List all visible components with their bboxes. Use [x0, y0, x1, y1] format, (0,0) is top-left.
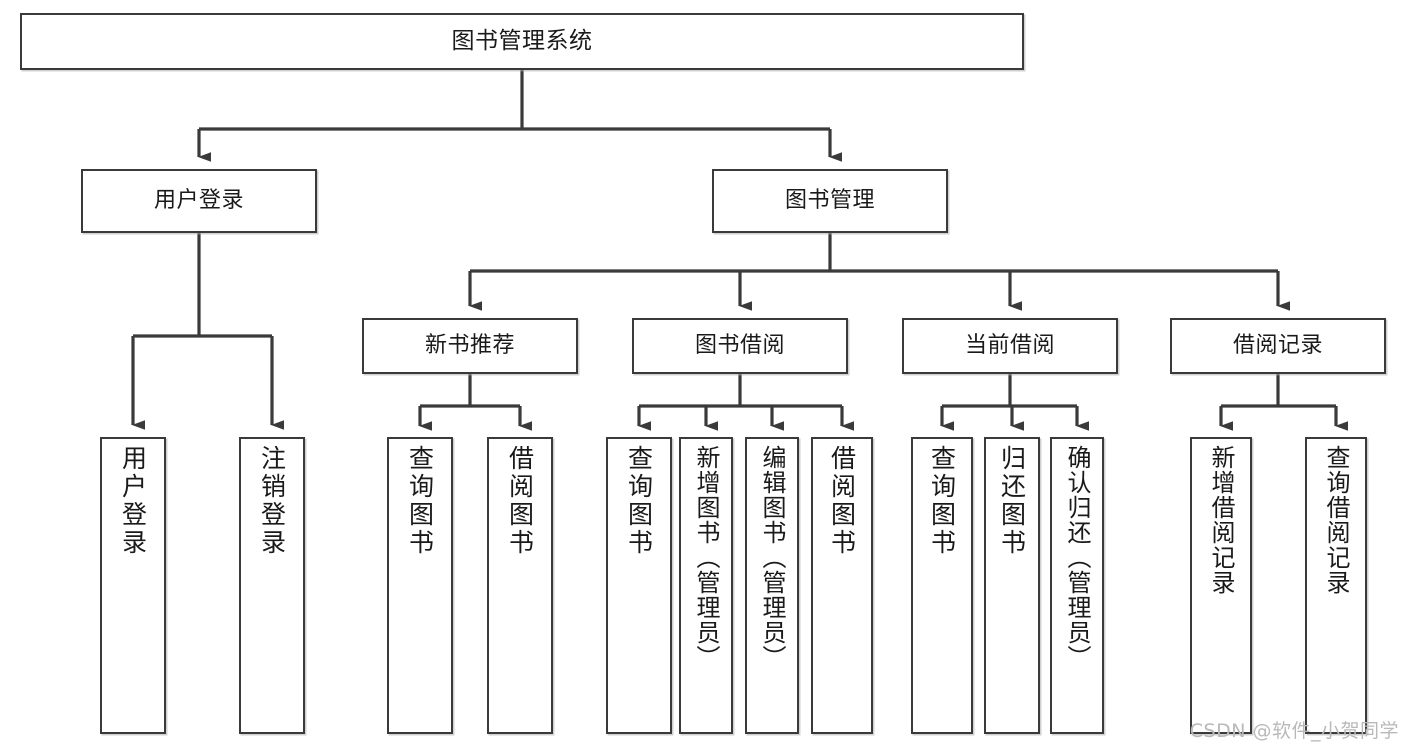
node-book-borrow[interactable]: 图书借阅 — [632, 318, 848, 374]
node-current-borrow-label: 当前借阅 — [964, 333, 1055, 359]
node-leaf-query-book-1-label: 查询图书 — [405, 445, 435, 557]
node-leaf-confirm-return[interactable]: 确认归还（管理员） — [1050, 437, 1104, 734]
node-new-book-rec[interactable]: 新书推荐 — [362, 318, 578, 374]
watermark: CSDN @软件_小贺同学 — [1189, 720, 1399, 742]
node-root-label: 图书管理系统 — [451, 27, 593, 54]
node-leaf-return-book[interactable]: 归还图书 — [984, 437, 1040, 734]
node-leaf-borrow-book-2-label: 借阅图书 — [827, 445, 857, 557]
node-leaf-confirm-return-label: 确认归还（管理员） — [1063, 445, 1091, 670]
node-leaf-user-login[interactable]: 用户登录 — [100, 437, 166, 734]
node-leaf-query-record-label: 查询借阅记录 — [1322, 445, 1350, 595]
node-leaf-query-book-2[interactable]: 查询图书 — [606, 437, 672, 734]
node-book-manage-label: 图书管理 — [784, 188, 875, 214]
node-leaf-edit-book[interactable]: 编辑图书（管理员） — [745, 437, 799, 734]
node-leaf-query-book-2-label: 查询图书 — [624, 445, 654, 557]
node-leaf-edit-book-label: 编辑图书（管理员） — [758, 445, 786, 670]
node-leaf-borrow-book-1-label: 借阅图书 — [505, 445, 535, 557]
node-leaf-borrow-book-1[interactable]: 借阅图书 — [487, 437, 553, 734]
node-book-manage[interactable]: 图书管理 — [712, 169, 948, 233]
node-leaf-add-book-label: 新增图书（管理员） — [692, 445, 720, 670]
node-leaf-user-logout-label: 注销登录 — [257, 445, 287, 557]
node-current-borrow[interactable]: 当前借阅 — [902, 318, 1118, 374]
node-leaf-return-book-label: 归还图书 — [997, 445, 1027, 557]
node-leaf-add-book[interactable]: 新增图书（管理员） — [679, 437, 733, 734]
node-root[interactable]: 图书管理系统 — [20, 13, 1024, 70]
node-leaf-query-book-1[interactable]: 查询图书 — [387, 437, 453, 734]
node-leaf-query-record[interactable]: 查询借阅记录 — [1305, 437, 1367, 734]
node-user-login[interactable]: 用户登录 — [81, 169, 317, 233]
node-leaf-borrow-book-2[interactable]: 借阅图书 — [811, 437, 873, 734]
node-borrow-record[interactable]: 借阅记录 — [1170, 318, 1386, 374]
node-borrow-record-label: 借阅记录 — [1232, 333, 1323, 359]
node-new-book-rec-label: 新书推荐 — [424, 333, 515, 359]
node-leaf-query-book-3[interactable]: 查询图书 — [911, 437, 973, 734]
node-leaf-add-record-label: 新增借阅记录 — [1207, 445, 1235, 595]
node-leaf-user-logout[interactable]: 注销登录 — [239, 437, 305, 734]
node-leaf-query-book-3-label: 查询图书 — [927, 445, 957, 557]
node-user-login-label: 用户登录 — [153, 188, 244, 214]
node-leaf-user-login-label: 用户登录 — [118, 445, 148, 557]
node-book-borrow-label: 图书借阅 — [694, 333, 785, 359]
node-leaf-add-record[interactable]: 新增借阅记录 — [1190, 437, 1252, 734]
